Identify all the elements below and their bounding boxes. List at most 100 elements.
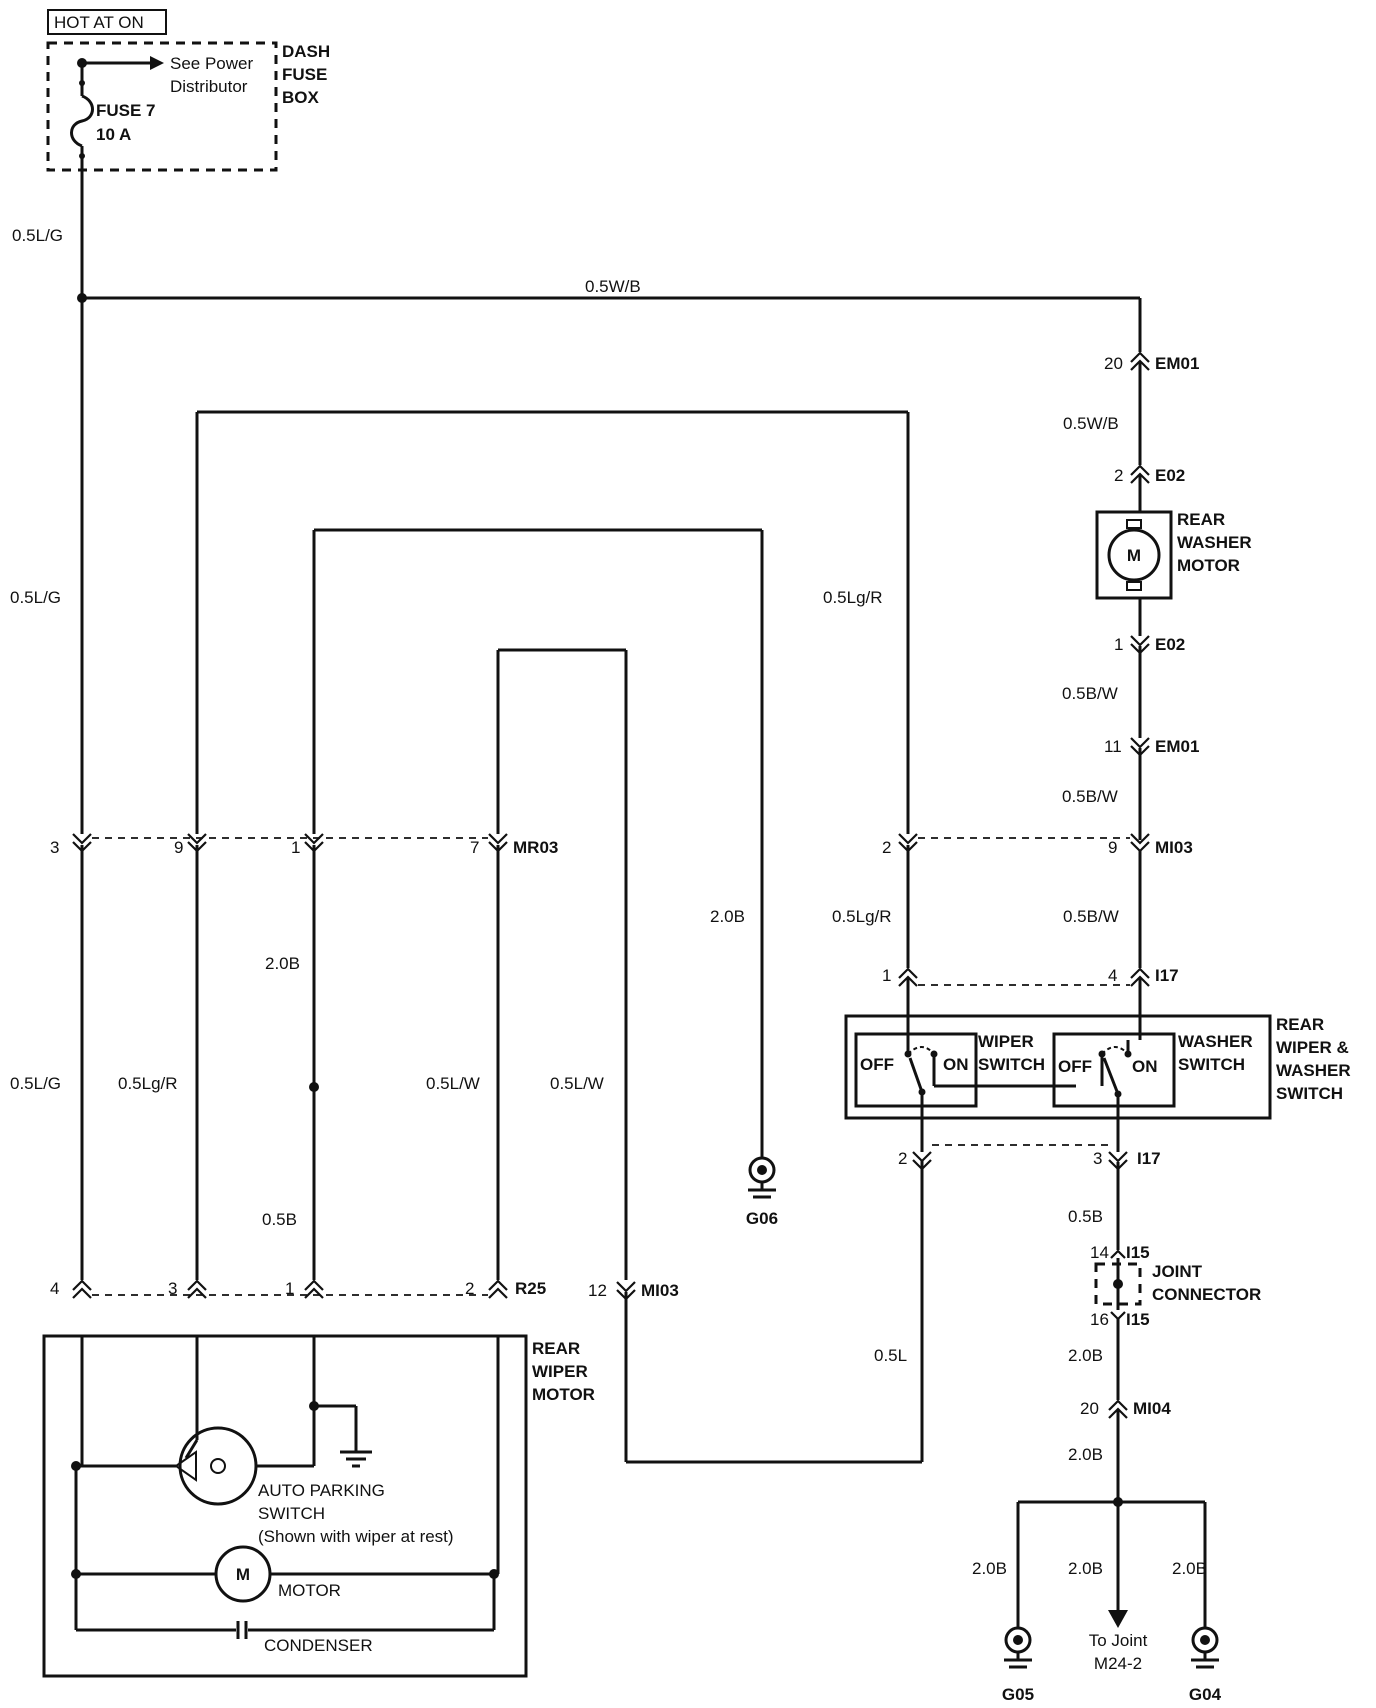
connector-mr03-pin9-icon: [187, 833, 207, 853]
wire-label-lg-low: 0.5L/G: [10, 1074, 61, 1093]
i17-top-pin-4: 4: [1108, 966, 1117, 985]
to-joint-label-2: M24-2: [1094, 1654, 1142, 1673]
to-joint-arrow-icon: [1108, 1610, 1128, 1628]
wire-labels: 0.5L/G 0.5W/B 0.5W/B 0.5L/G 0.5Lg/R 0.5B…: [10, 226, 1207, 1578]
g04-label: G04: [1189, 1685, 1222, 1704]
wiper-switch-off-label: OFF: [860, 1055, 894, 1074]
distributor-text: Distributor: [170, 77, 248, 96]
mi03-pin-2: 2: [882, 838, 891, 857]
mi03-bottom-name: MI03: [641, 1281, 679, 1300]
motor-label: MOTOR: [278, 1581, 341, 1600]
wiper-motor-symbol: M: [236, 1565, 250, 1584]
washer-switch-label-1: WASHER: [1178, 1032, 1253, 1051]
wire-label-b20-joint: 2.0B: [1068, 1559, 1103, 1578]
r25-pin-1: 1: [285, 1279, 294, 1298]
wire-label-b05-right: 0.5B: [1068, 1207, 1103, 1226]
washer-switch-dashed-arc: [1101, 1046, 1129, 1055]
wiper-motor-label-3: MOTOR: [532, 1385, 595, 1404]
em01-bottom-pin: 11: [1104, 737, 1122, 756]
em01-top-pin: 20: [1104, 354, 1123, 373]
wire-label-b20-g04: 2.0B: [1172, 1559, 1207, 1578]
wire-label-lgr-low: 0.5Lg/R: [118, 1074, 178, 1093]
wire-label-b20-mid: 2.0B: [265, 954, 300, 973]
wire-label-b20-jc: 2.0B: [1068, 1346, 1103, 1365]
wiper-motor-label-2: WIPER: [532, 1362, 588, 1381]
connector-r25-pin3-icon: [187, 1279, 207, 1299]
washer-motor-label-3: MOTOR: [1177, 556, 1240, 575]
fuse-box-label-2: FUSE: [282, 65, 327, 84]
connector-mi04-icon: [1108, 1399, 1128, 1419]
g06-label: G06: [746, 1209, 778, 1228]
rear-wiper-motor: REAR WIPER MOTOR AUTO PARKING SW: [42, 1334, 595, 1678]
hot-at-on-label: HOT AT ON: [54, 13, 144, 32]
wire-label-b05-left: 0.5B: [262, 1210, 297, 1229]
i17-bottom-pin-3: 3: [1093, 1149, 1102, 1168]
i15-bottom-name: I15: [1126, 1310, 1150, 1329]
washer-switch-blade-icon: [1102, 1057, 1120, 1095]
washer-motor-icon: [1107, 528, 1161, 582]
power-arrow-icon: [150, 56, 164, 70]
i15-top-pin: 14: [1090, 1243, 1109, 1262]
i17-top-pin-1: 1: [882, 966, 891, 985]
connector-mr03-pin3-icon: [72, 833, 92, 853]
washer-switch-label-2: SWITCH: [1178, 1055, 1245, 1074]
washer-switch-box: [1052, 1032, 1176, 1108]
see-power-text: See Power: [170, 54, 253, 73]
mi03-pin-9: 9: [1108, 838, 1117, 857]
r25-pin-3: 3: [168, 1279, 177, 1298]
r25-name: R25: [515, 1279, 546, 1298]
switch-assembly-label-3: WASHER: [1276, 1061, 1351, 1080]
joint-connector-label-1: JOINT: [1152, 1262, 1203, 1281]
dash-fuse-box-outline: [46, 41, 278, 172]
connector-i17-pin2-icon: [912, 1151, 932, 1171]
connector-r25-pin2-icon: [488, 1279, 508, 1299]
connector-mi03-pin12-icon: [616, 1281, 636, 1301]
fuse-box-label-1: DASH: [282, 42, 330, 61]
connector-em01-bottom-icon: [1130, 737, 1150, 757]
wiper-switch-blade-icon: [908, 1057, 924, 1093]
wiper-motor-symbol-icon: [214, 1545, 272, 1603]
connector-mi03-pin2-icon: [898, 833, 918, 853]
mi04-name: MI04: [1133, 1399, 1171, 1418]
mr03-pin-3: 3: [50, 838, 59, 857]
hot-at-on-box: [47, 9, 167, 35]
wiper-switch-label-2: SWITCH: [978, 1055, 1045, 1074]
wire-label-b20-g06: 2.0B: [710, 907, 745, 926]
mi03-bottom-pin: 12: [588, 1281, 607, 1300]
wire-label-lgr-upper: 0.5Lg/R: [823, 588, 883, 607]
em01-bottom-name: EM01: [1155, 737, 1199, 756]
wiper-switch-box: [854, 1032, 978, 1108]
connector-em01-top-icon: [1130, 351, 1150, 371]
connector-i17-pin4-icon: [1130, 967, 1150, 987]
wire-label-wb-mid: 0.5W/B: [1063, 414, 1119, 433]
i15-bottom-pin: 16: [1090, 1310, 1109, 1329]
wiper-motor-box: [42, 1334, 528, 1678]
connector-i17-pin3-icon: [1108, 1151, 1128, 1171]
mi03-top-name: MI03: [1155, 838, 1193, 857]
connector-r25-pin1-icon: [304, 1279, 324, 1299]
switch-assembly-label-4: SWITCH: [1276, 1084, 1343, 1103]
g05-label: G05: [1002, 1685, 1034, 1704]
washer-motor-label-1: REAR: [1177, 510, 1225, 529]
connector-i17-pin1-icon: [898, 967, 918, 987]
wire-label-l05: 0.5L: [874, 1346, 907, 1365]
condenser-label: CONDENSER: [264, 1636, 373, 1655]
wire-label-b20-mi04: 2.0B: [1068, 1445, 1103, 1464]
auto-parking-label-1: AUTO PARKING: [258, 1481, 385, 1500]
auto-parking-switch-icon: [178, 1426, 258, 1506]
wire-label-bw-1: 0.5B/W: [1062, 684, 1118, 703]
switch-assembly-label-2: WIPER &: [1276, 1038, 1349, 1057]
r25-pin-2: 2: [465, 1279, 474, 1298]
wire-label-lw-1: 0.5L/W: [426, 1074, 480, 1093]
e02-top-name: E02: [1155, 466, 1185, 485]
connector-i15-bottom-icon: [1110, 1311, 1126, 1321]
fuse-rating: 10 A: [96, 125, 131, 144]
connector-r25-pin4-icon: [72, 1279, 92, 1299]
e02-bottom-pin: 1: [1114, 635, 1123, 654]
washer-motor-symbol: M: [1127, 546, 1141, 565]
wiper-switch-label-1: WIPER: [978, 1032, 1034, 1051]
wiper-switch-dashed-arc: [907, 1046, 935, 1055]
i17-bottom-pin-2: 2: [898, 1149, 907, 1168]
mr03-pin-7: 7: [470, 838, 479, 857]
auto-parking-label-3: (Shown with wiper at rest): [258, 1527, 454, 1546]
